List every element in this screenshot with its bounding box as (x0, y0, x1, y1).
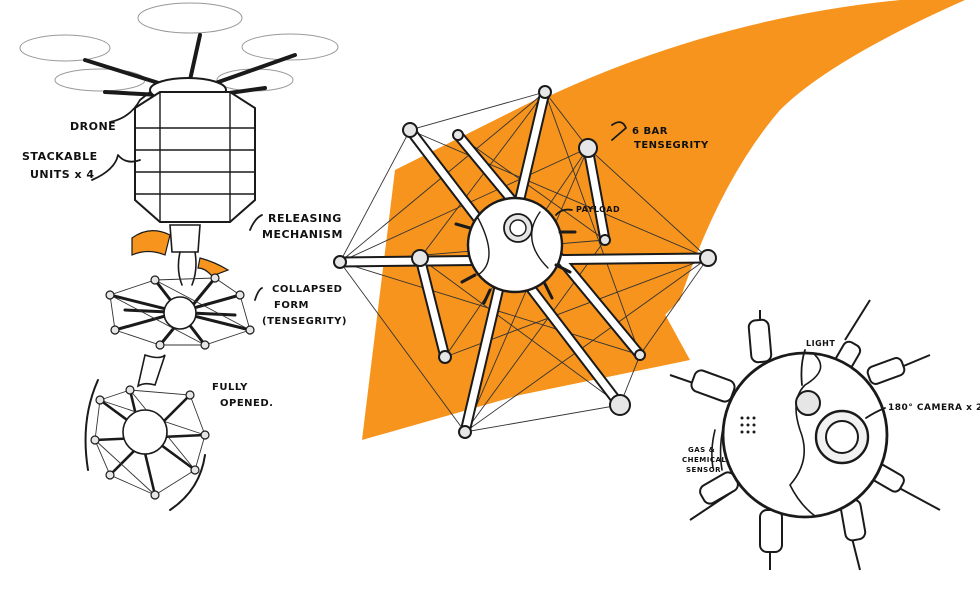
label-releasing-line1: RELEASING (268, 212, 342, 225)
collapsed-form-tensegrity (105, 273, 255, 350)
label-stackable-line2: UNITS x 4 (30, 168, 95, 181)
label-gas-line3: SENSOR (686, 466, 721, 474)
label-collapsed-line1: COLLAPSED (272, 284, 343, 295)
annotation-arrows (91, 91, 886, 419)
label-light: LIGHT (806, 339, 835, 348)
label-drone: DRONE (70, 120, 116, 133)
label-fully-line1: FULLY (212, 382, 248, 393)
label-collapsed-line3: (TENSEGRITY) (262, 316, 347, 327)
label-fully-line2: OPENED. (220, 398, 273, 409)
label-payload: PAYLOAD (576, 205, 620, 214)
fully-opened-tensegrity (84, 379, 210, 511)
strap (136, 353, 166, 388)
sensor-sphere-closeup (669, 299, 941, 571)
label-gas-line2: CHEMICAL (682, 456, 726, 464)
label-releasing-line2: MECHANISM (262, 228, 343, 241)
label-gas-line1: GAS & (688, 446, 715, 454)
label-collapsed-line2: FORM (274, 300, 309, 311)
main-six-bar-tensegrity (333, 85, 717, 439)
label-six-bar-line1: 6 BAR (632, 126, 668, 137)
label-stackable-line1: STACKABLE (22, 150, 98, 163)
drone (19, 2, 339, 286)
label-six-bar-line2: TENSEGRITY (634, 140, 709, 151)
label-camera: 180° CAMERA x 2 (888, 403, 980, 413)
